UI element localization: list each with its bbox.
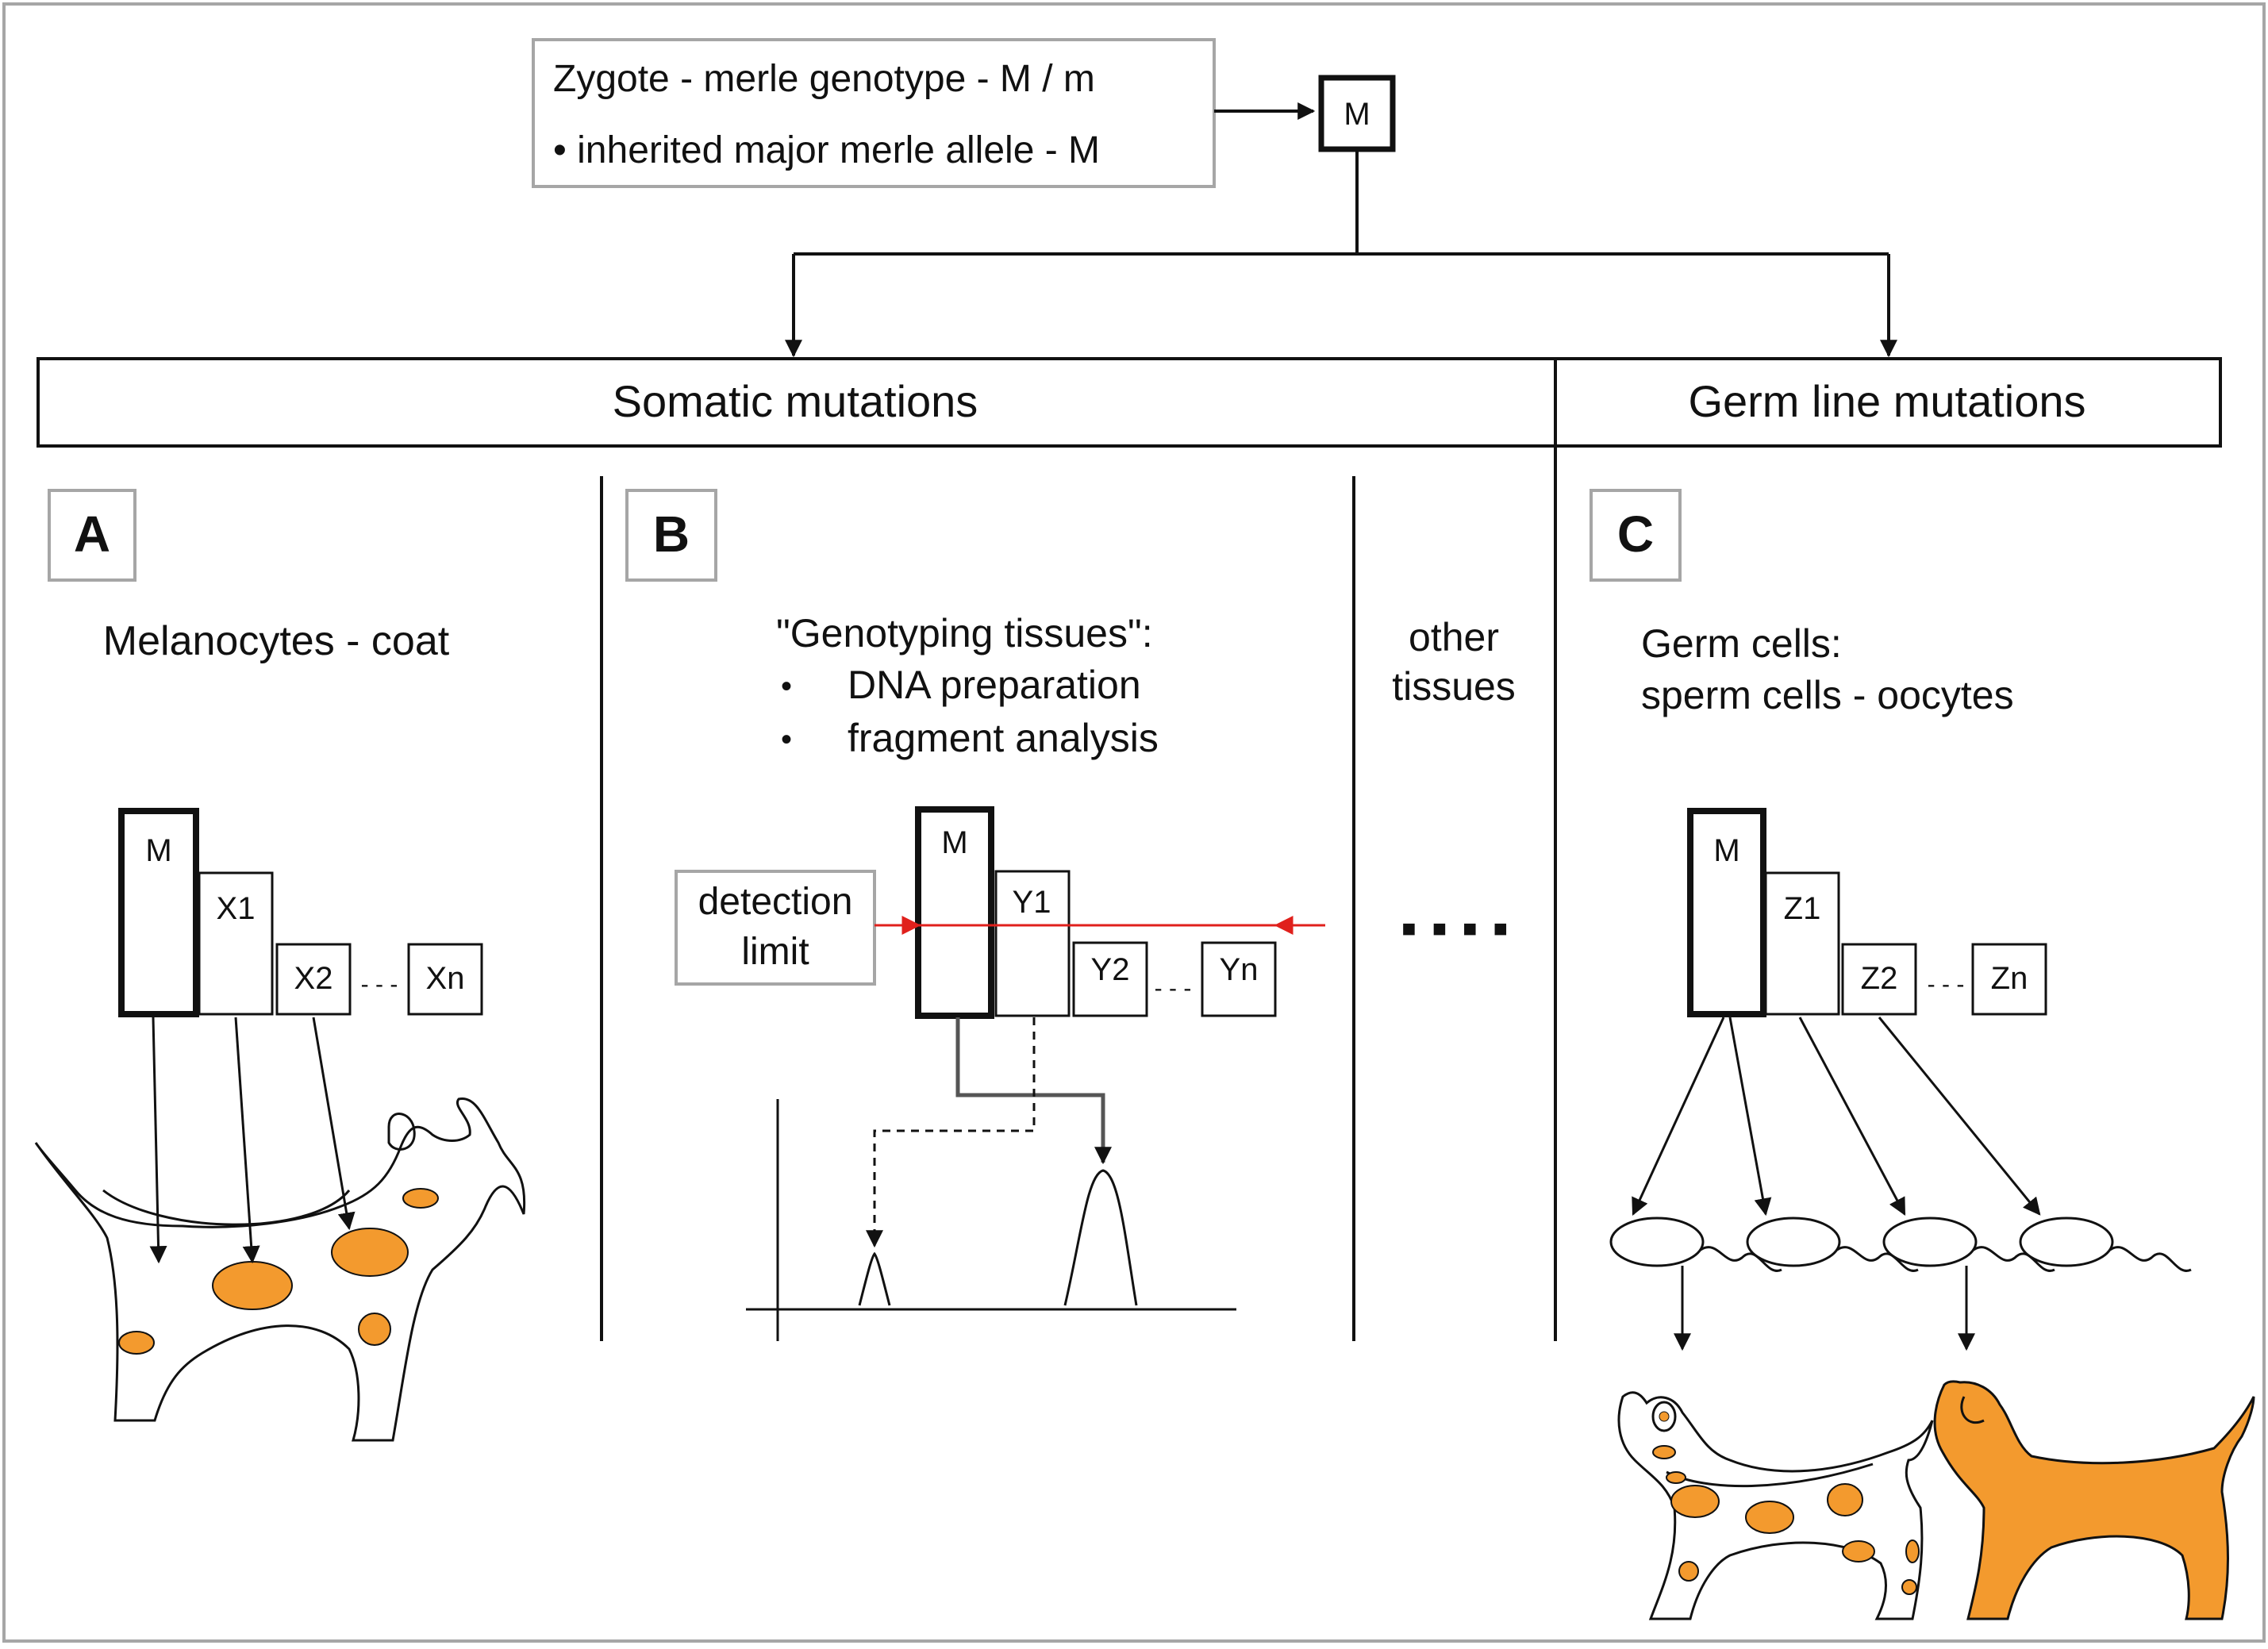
panel-c-bar-z1 — [1764, 871, 1840, 1016]
panel-a-bar-m-label: M — [145, 833, 171, 868]
panel-b-bar-y1 — [994, 870, 1071, 1017]
panel-a-letter-box — [48, 489, 136, 582]
panel-b-bar-yn-label: Yn — [1220, 952, 1259, 987]
sperm-cell-z1 — [1746, 1217, 1919, 1272]
coat-spot — [1666, 1471, 1686, 1484]
panel-b-bar-m — [915, 806, 994, 1019]
panel-b-bullet-marker: • — [781, 722, 792, 757]
coat-spot — [1901, 1579, 1917, 1595]
panel-b-bar-y2 — [1072, 941, 1148, 1017]
panel-b-bar-y2-label: Y2 — [1091, 952, 1130, 987]
coat-spot — [358, 1313, 391, 1346]
panel-a-title: Melanocytes - coat — [103, 618, 450, 664]
sperm-cell-m — [1609, 1217, 1782, 1272]
panel-b-letter-box — [625, 489, 717, 582]
arrow-m-to-coat — [149, 1017, 167, 1264]
other-tissues-label-line2: tissues — [1392, 664, 1516, 709]
panel-c-bar-z1-label: Z1 — [1784, 891, 1821, 926]
panel-b-bar-y1-label: Y1 — [1013, 885, 1051, 920]
other-tissues-label-line1: other — [1409, 615, 1499, 659]
panel-c-bar-zn — [1971, 943, 2047, 1016]
coat-spot — [1652, 1445, 1676, 1459]
germ-cell-arrows — [1632, 1017, 2041, 1351]
other-tissues-dots: ■ ■ ■ ■ — [1401, 916, 1513, 942]
arrow-x1-to-spot — [234, 1017, 260, 1264]
coat-spot — [402, 1188, 439, 1209]
panel-a-ellipsis: - - - — [361, 971, 398, 997]
panel-a-bar-m — [118, 808, 199, 1017]
panel-c-bar-z2 — [1841, 943, 1917, 1016]
detection-limit-box — [675, 870, 876, 986]
panel-c-bar-z2-label: Z2 — [1861, 961, 1898, 996]
coat-spot — [212, 1261, 293, 1310]
coat-spot — [1670, 1485, 1720, 1518]
panel-c-title-line2: sperm cells - oocytes — [1641, 673, 2014, 717]
coat-spot — [1905, 1539, 1920, 1563]
panel-c-letter-box — [1590, 489, 1682, 582]
sperm-cell-z2 — [1882, 1217, 2055, 1272]
somatic-mutations-header: Somatic mutations — [613, 376, 978, 426]
panel-a-letter: A — [74, 505, 110, 563]
fragment-analysis-plot — [746, 1017, 1236, 1341]
panel-b-bullet-marker: • — [781, 669, 792, 704]
panel-a: A Melanocytes - coat M X1 X2 - - - Xn — [34, 489, 526, 1442]
header-bar — [37, 357, 2222, 448]
panel-b-bar-m-label: M — [941, 825, 967, 860]
panel-a-bar-xn-label: Xn — [426, 961, 465, 996]
sperm-cells — [1609, 1217, 2192, 1272]
zygote-allele-box: M — [1318, 75, 1396, 152]
panel-a-bar-x2-label: X2 — [294, 961, 333, 996]
merle-dog-a — [34, 1097, 526, 1442]
panel-c-bar-m-label: M — [1713, 833, 1739, 868]
panel-c-letter: C — [1617, 505, 1654, 563]
sperm-cell-zn — [2019, 1217, 2192, 1272]
coat-spot — [118, 1331, 155, 1355]
coat-spot — [1842, 1540, 1875, 1563]
zygote-allele-label: M — [1344, 97, 1370, 132]
panel-a-bar-x2 — [275, 943, 352, 1016]
zygote-box: Zygote - merle genotype - M / m • inheri… — [532, 38, 1216, 188]
panel-b-ellipsis: - - - — [1155, 975, 1192, 1001]
offspring-merle-dog — [1617, 1391, 1934, 1620]
germline-mutations-header: Germ line mutations — [1688, 376, 2085, 426]
panel-c-ellipsis: - - - — [1928, 971, 1965, 997]
panel-b-letter: B — [653, 505, 690, 563]
panel-a-bar-xn — [407, 943, 483, 1016]
coat-spot — [1678, 1561, 1699, 1582]
other-tissues: other tissues ■ ■ ■ ■ — [1392, 615, 1516, 942]
branch-connector — [785, 151, 1897, 358]
panel-c: C Germ cells: sperm cells - oocytes M Z1… — [1590, 489, 2255, 1620]
arrow-x2-to-spot — [312, 1017, 356, 1231]
panel-c-bar-zn-label: Zn — [1991, 961, 2028, 996]
panel-b-bar-yn — [1201, 941, 1277, 1017]
panel-a-bar-x1 — [198, 871, 274, 1016]
panel-a-bar-x1-label: X1 — [217, 891, 256, 926]
zygote-inherited-allele-label: • inherited major merle allele - M — [553, 129, 1100, 171]
detection-limit-label-line2: limit — [741, 931, 809, 973]
offspring-nonmerle-dog — [1933, 1380, 2255, 1620]
coat-spot — [1827, 1483, 1863, 1516]
coat-spot — [331, 1228, 409, 1277]
panel-b-bullet-dna: DNA preparation — [848, 663, 1141, 707]
panel-b-bullet-fragment: fragment analysis — [848, 716, 1159, 760]
panel-c-title-line1: Germ cells: — [1641, 621, 1842, 666]
detection-limit-label-line1: detection — [698, 881, 853, 923]
panel-c-bar-m — [1687, 808, 1766, 1017]
panel-b: B "Genotyping tissues": • DNA preparatio… — [625, 489, 1325, 1341]
zygote-genotype-label: Zygote - merle genotype - M / m — [553, 58, 1095, 100]
coat-spot — [1745, 1501, 1794, 1534]
panel-b-title: "Genotyping tissues": — [776, 611, 1153, 655]
